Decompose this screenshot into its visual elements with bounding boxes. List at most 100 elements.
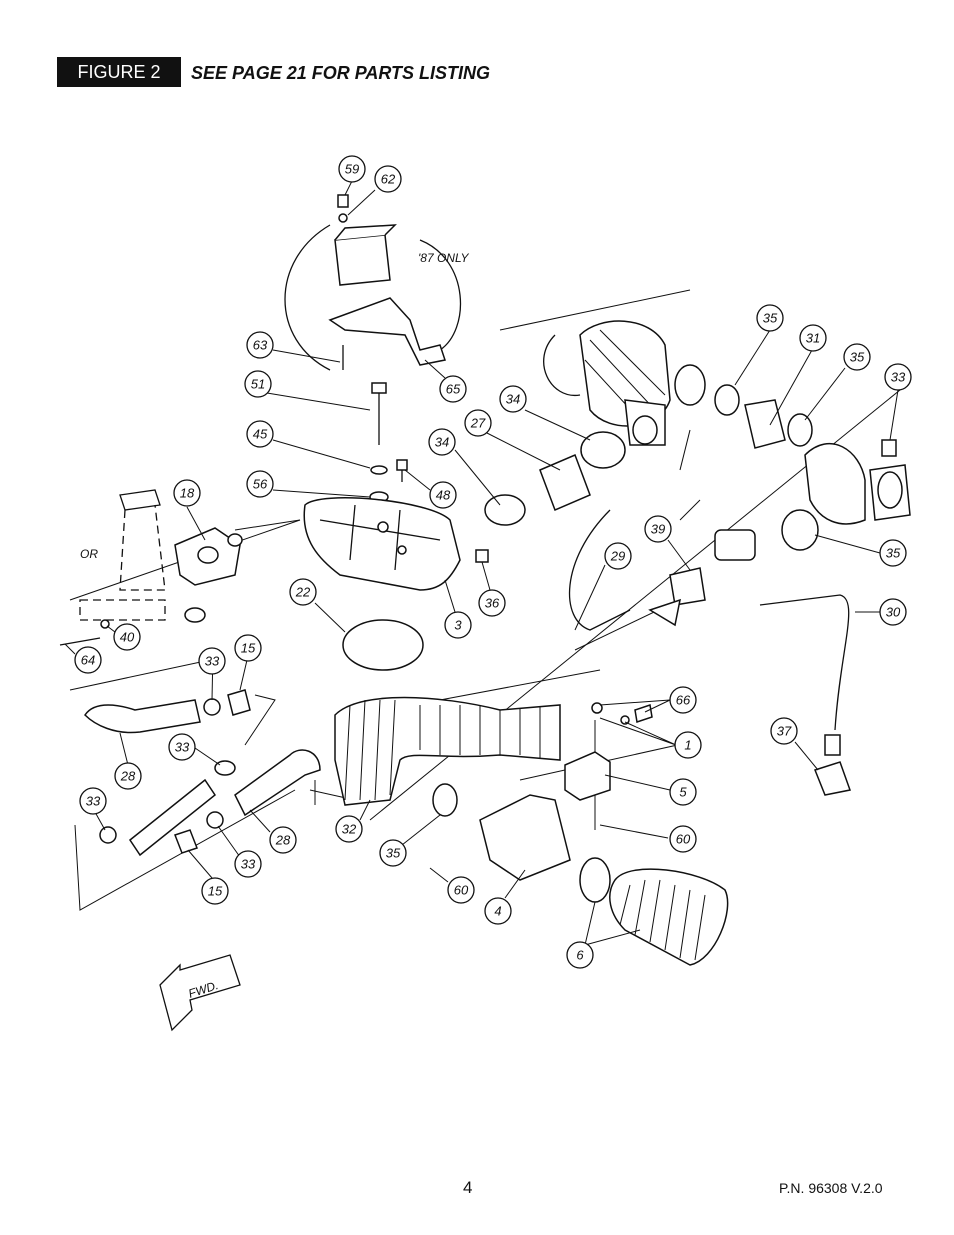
- svg-text:51: 51: [251, 377, 265, 392]
- svg-text:39: 39: [651, 522, 665, 537]
- svg-text:22: 22: [295, 585, 311, 600]
- svg-text:36: 36: [485, 596, 500, 611]
- svg-text:29: 29: [610, 549, 625, 564]
- callout-28: 28: [114, 762, 142, 790]
- svg-text:48: 48: [436, 488, 451, 503]
- svg-text:63: 63: [253, 338, 268, 353]
- svg-text:35: 35: [850, 350, 865, 365]
- coolant-hoses: [84, 689, 321, 857]
- leader-lines: [64, 180, 899, 946]
- or-note: OR: [80, 547, 98, 561]
- callout-30: 30: [879, 598, 907, 626]
- svg-text:56: 56: [253, 477, 268, 492]
- svg-text:33: 33: [891, 370, 906, 385]
- svg-text:5: 5: [679, 785, 687, 800]
- callout-60: 60: [447, 876, 475, 904]
- svg-text:62: 62: [381, 172, 396, 187]
- callout-22: 22: [289, 578, 317, 606]
- callout-35: 35: [843, 343, 871, 371]
- svg-text:27: 27: [470, 416, 486, 431]
- callout-39: 39: [644, 515, 672, 543]
- callout-15: 15: [234, 634, 262, 662]
- callout-4: 4: [484, 897, 512, 925]
- callout-18: 18: [173, 479, 201, 507]
- callout-34: 34: [499, 385, 527, 413]
- callout-37: 37: [770, 717, 798, 745]
- svg-text:35: 35: [386, 846, 401, 861]
- svg-text:35: 35: [763, 311, 778, 326]
- callout-5: 5: [669, 778, 697, 806]
- fwd-note: FWD.: [187, 978, 220, 1001]
- oil-lines: [568, 509, 851, 796]
- turbocharger-part: [543, 320, 706, 446]
- svg-text:1: 1: [684, 738, 691, 753]
- svg-text:30: 30: [886, 605, 901, 620]
- svg-text:60: 60: [676, 832, 691, 847]
- callout-31: 31: [799, 324, 827, 352]
- callout-66: 66: [669, 686, 697, 714]
- bolt-and-washers: [369, 382, 408, 503]
- callout-33: 33: [884, 363, 912, 391]
- svg-text:15: 15: [208, 884, 223, 899]
- svg-text:66: 66: [676, 693, 691, 708]
- svg-text:60: 60: [454, 883, 469, 898]
- inset-87-only: [284, 194, 462, 371]
- callout-29: 29: [604, 542, 632, 570]
- callout-33: 33: [198, 647, 226, 675]
- hose-clamps-and-sleeves: [484, 384, 813, 526]
- svg-text:33: 33: [241, 857, 256, 872]
- callout-60: 60: [669, 825, 697, 853]
- callout-27: 27: [464, 409, 492, 437]
- air-filter-assembly: [479, 702, 729, 966]
- svg-text:64: 64: [81, 653, 95, 668]
- only-87-note: '87 ONLY: [418, 251, 470, 265]
- callout-36: 36: [478, 589, 506, 617]
- svg-text:31: 31: [806, 331, 820, 346]
- page-number: 4: [463, 1178, 473, 1197]
- callout-40: 40: [113, 623, 141, 651]
- svg-text:33: 33: [86, 794, 101, 809]
- callout-63: 63: [246, 331, 274, 359]
- svg-text:33: 33: [175, 740, 190, 755]
- callout-32: 32: [335, 815, 363, 843]
- svg-text:28: 28: [275, 833, 291, 848]
- small-clamps: [99, 607, 458, 844]
- callout-bubbles: 59 62 63 65 51 4 5 56 48 18 40 64 22 3 36…: [74, 155, 912, 969]
- callout-59: 59: [338, 155, 366, 183]
- svg-text:34: 34: [506, 392, 520, 407]
- callout-51: 51: [244, 370, 272, 398]
- svg-text:35: 35: [886, 546, 901, 561]
- exhaust-elbow-part: [781, 439, 911, 551]
- callout-65: 65: [439, 375, 467, 403]
- callout-33: 33: [79, 787, 107, 815]
- callout-28: 28: [269, 826, 297, 854]
- callout-15: 15: [201, 877, 229, 905]
- callout-33: 33: [168, 733, 196, 761]
- figure-label: FIGURE 2: [57, 57, 181, 87]
- svg-text:3: 3: [454, 618, 462, 633]
- callout-35: 35: [756, 304, 784, 332]
- svg-text:6: 6: [576, 948, 584, 963]
- callout-3: 3: [444, 611, 472, 639]
- document-part-number: P.N. 96308 V.2.0: [779, 1180, 883, 1196]
- svg-text:28: 28: [120, 769, 136, 784]
- callout-56: 56: [246, 470, 274, 498]
- callout-1: 1: [674, 731, 702, 759]
- callout-48: 48: [429, 481, 457, 509]
- svg-text:34: 34: [435, 435, 449, 450]
- callout-34: 34: [428, 428, 456, 456]
- svg-text:40: 40: [120, 630, 135, 645]
- valve-part: [648, 529, 756, 627]
- callout-35: 35: [379, 839, 407, 867]
- svg-text:32: 32: [342, 822, 357, 837]
- thermostat-housing-part: [59, 489, 243, 646]
- forward-arrow-icon: FWD.: [159, 954, 241, 1032]
- flex-hose-part: [334, 696, 561, 806]
- svg-text:33: 33: [205, 654, 220, 669]
- manifold-part: [303, 497, 489, 591]
- o-ring-part: [342, 619, 424, 671]
- svg-text:4: 4: [494, 904, 501, 919]
- figure-caption: SEE PAGE 21 FOR PARTS LISTING: [191, 63, 491, 83]
- callout-64: 64: [74, 646, 102, 674]
